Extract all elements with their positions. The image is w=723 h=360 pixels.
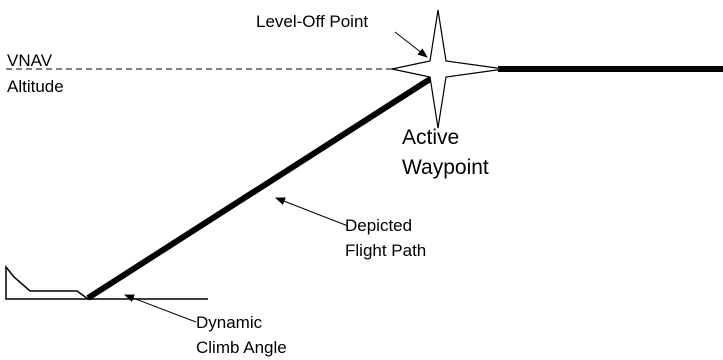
depicted-flight-path-line xyxy=(86,71,440,301)
level-off-arrow xyxy=(394,31,428,58)
active-waypoint-label-line1: Active xyxy=(402,126,459,149)
vnav-altitude-label-line2: Altitude xyxy=(7,77,64,96)
flight-path-arrow xyxy=(275,197,349,227)
climb-angle-arrow xyxy=(124,294,197,323)
dynamic-climb-angle-label-line2: Climb Angle xyxy=(196,338,287,357)
level-off-point-label: Level-Off Point xyxy=(256,12,368,31)
depicted-flight-path-label-line2: Flight Path xyxy=(345,241,426,260)
aircraft-icon xyxy=(5,264,91,300)
depicted-flight-path-label-line1: Depicted xyxy=(345,216,412,235)
vnav-altitude-label-line1: VNAV xyxy=(7,51,53,70)
dynamic-climb-angle-label-line1: Dynamic xyxy=(196,313,263,332)
active-waypoint-label-line2: Waypoint xyxy=(402,156,489,179)
active-waypoint-star-icon xyxy=(391,9,505,129)
